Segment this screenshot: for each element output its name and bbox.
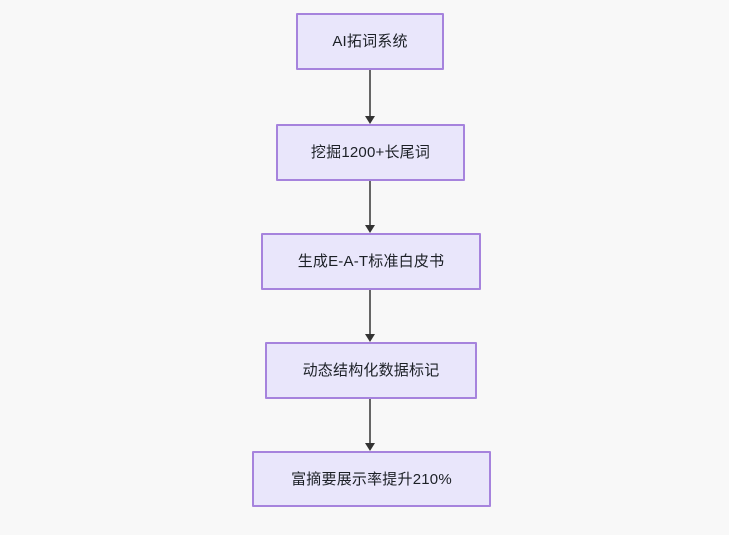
flow-node-2[interactable]: 挖掘1200+长尾词 bbox=[276, 124, 465, 181]
arrowhead-3 bbox=[365, 334, 375, 342]
flow-node-4-label: 动态结构化数据标记 bbox=[302, 362, 440, 379]
arrowhead-2 bbox=[365, 225, 375, 233]
flow-node-3-label: 生成E-A-T标准白皮书 bbox=[297, 253, 445, 270]
arrowhead-1 bbox=[365, 116, 375, 124]
flow-node-4[interactable]: 动态结构化数据标记 bbox=[265, 342, 477, 399]
flow-node-1-label: AI拓词系统 bbox=[332, 33, 408, 50]
flow-node-5-label: 富摘要展示率提升210% bbox=[291, 470, 452, 488]
flow-node-3[interactable]: 生成E-A-T标准白皮书 bbox=[261, 233, 481, 290]
flow-node-5[interactable]: 富摘要展示率提升210% bbox=[252, 451, 491, 507]
connector-line-1 bbox=[369, 70, 371, 116]
connector-line-3 bbox=[369, 290, 371, 334]
flow-node-1[interactable]: AI拓词系统 bbox=[296, 13, 444, 70]
connector-line-4 bbox=[369, 399, 371, 443]
connector-line-2 bbox=[369, 181, 371, 225]
flow-node-2-label: 挖掘1200+长尾词 bbox=[310, 144, 431, 161]
arrowhead-4 bbox=[365, 443, 375, 451]
